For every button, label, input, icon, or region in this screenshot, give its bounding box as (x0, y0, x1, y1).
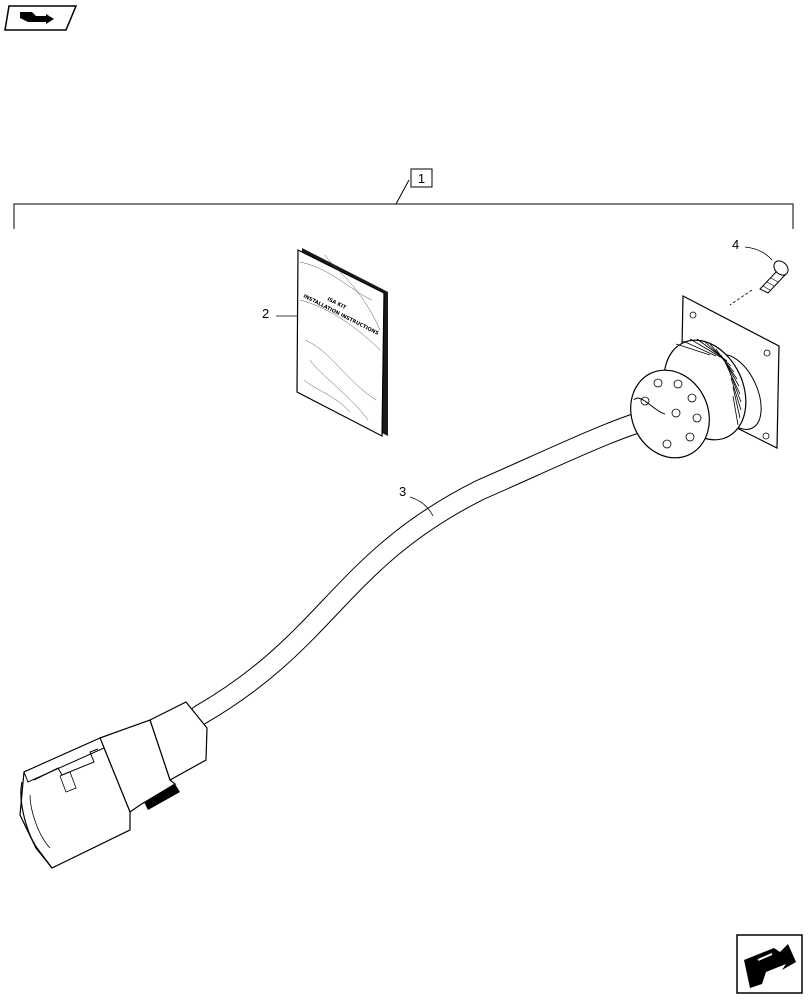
callout-3: 3 (399, 484, 406, 499)
svg-text:1: 1 (418, 171, 425, 186)
harness-cable (189, 404, 676, 726)
kit-bracket (13, 179, 794, 229)
instruction-booklet: ISA KIT INSTALLATION INSTRUCTIONS (296, 248, 388, 437)
previous-page-icon[interactable] (4, 5, 78, 31)
plug-connector (19, 701, 208, 869)
round-connector (630, 295, 780, 459)
callout-2: 2 (262, 306, 269, 321)
screw (729, 260, 789, 306)
callout-1: 1 (410, 168, 433, 188)
callout-4: 4 (732, 237, 739, 252)
next-page-icon[interactable] (736, 934, 803, 994)
